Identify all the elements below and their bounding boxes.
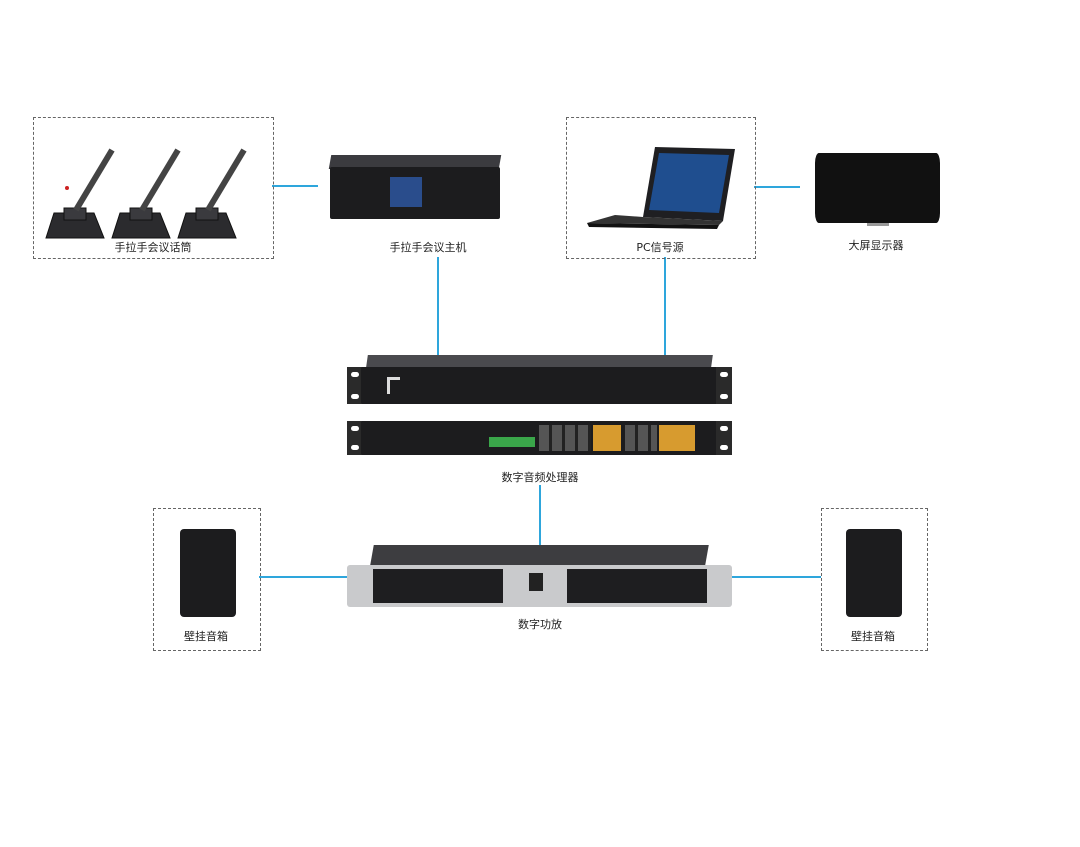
- speaker-left-icon: [180, 529, 236, 617]
- brand-logo: [529, 573, 543, 591]
- link-amp-left-speaker: [259, 576, 349, 578]
- speaker-right-icon: [846, 529, 902, 617]
- conference-host-label: 手拉手会议主机: [389, 241, 467, 254]
- link-pc-display: [754, 186, 800, 188]
- conference-host-device: [328, 155, 502, 222]
- pc-source-group: [566, 117, 756, 259]
- brand-logo: [387, 377, 400, 394]
- link-processor-amp: [539, 485, 541, 547]
- microphone-icons: [45, 148, 247, 239]
- link-host-processor: [437, 257, 439, 357]
- audio-processor-device: [347, 355, 732, 457]
- link-pc-processor: [664, 257, 666, 357]
- pc-source-label: PC信号源: [636, 241, 684, 254]
- laptop-icon: [587, 147, 735, 229]
- microphones-label: 手拉手会议话筒: [114, 241, 192, 254]
- host-screen: [390, 177, 422, 207]
- speaker-left-label: 壁挂音箱: [184, 630, 228, 643]
- amplifier-label: 数字功放: [518, 618, 562, 631]
- speaker-left-group: [153, 508, 261, 651]
- display-device: [815, 153, 940, 229]
- microphones-group: [33, 117, 274, 259]
- display-label: 大屏显示器: [848, 239, 904, 252]
- link-mic-host: [272, 185, 318, 187]
- speaker-right-group: [821, 508, 928, 651]
- speaker-right-label: 壁挂音箱: [851, 630, 895, 643]
- link-amp-right-speaker: [731, 576, 821, 578]
- audio-processor-label: 数字音频处理器: [501, 471, 579, 484]
- amplifier-device: [347, 545, 732, 610]
